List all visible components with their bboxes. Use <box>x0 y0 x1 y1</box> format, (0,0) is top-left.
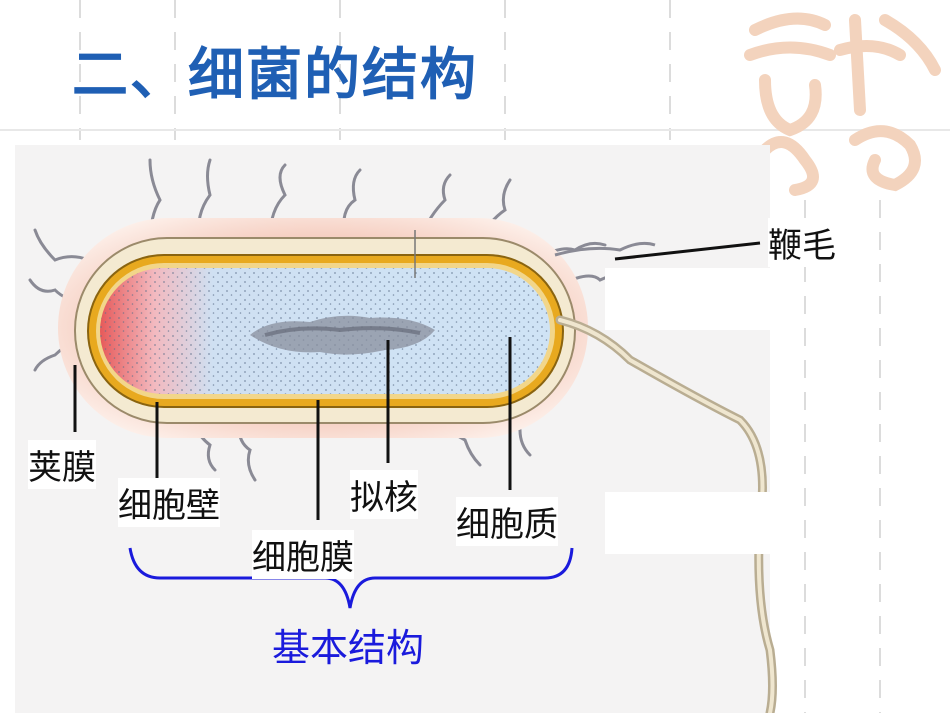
label-mask <box>605 492 770 554</box>
label-basic-structure: 基本结构 <box>272 626 425 670</box>
basic-structure-brace <box>128 547 574 609</box>
label-nucleoid: 拟核 <box>350 470 418 519</box>
label-cytoplasm: 细胞质 <box>456 497 558 546</box>
label-capsule: 荚膜 <box>28 440 96 489</box>
label-cell-wall: 细胞壁 <box>118 478 220 527</box>
leader-lines <box>73 230 761 520</box>
label-flagellum: 鞭毛 <box>768 218 836 267</box>
label-cell-membrane: 细胞膜 <box>252 530 354 579</box>
page-title: 二、细菌的结构 <box>72 43 478 108</box>
label-mask <box>605 268 770 330</box>
auspicious-logo <box>744 12 941 196</box>
